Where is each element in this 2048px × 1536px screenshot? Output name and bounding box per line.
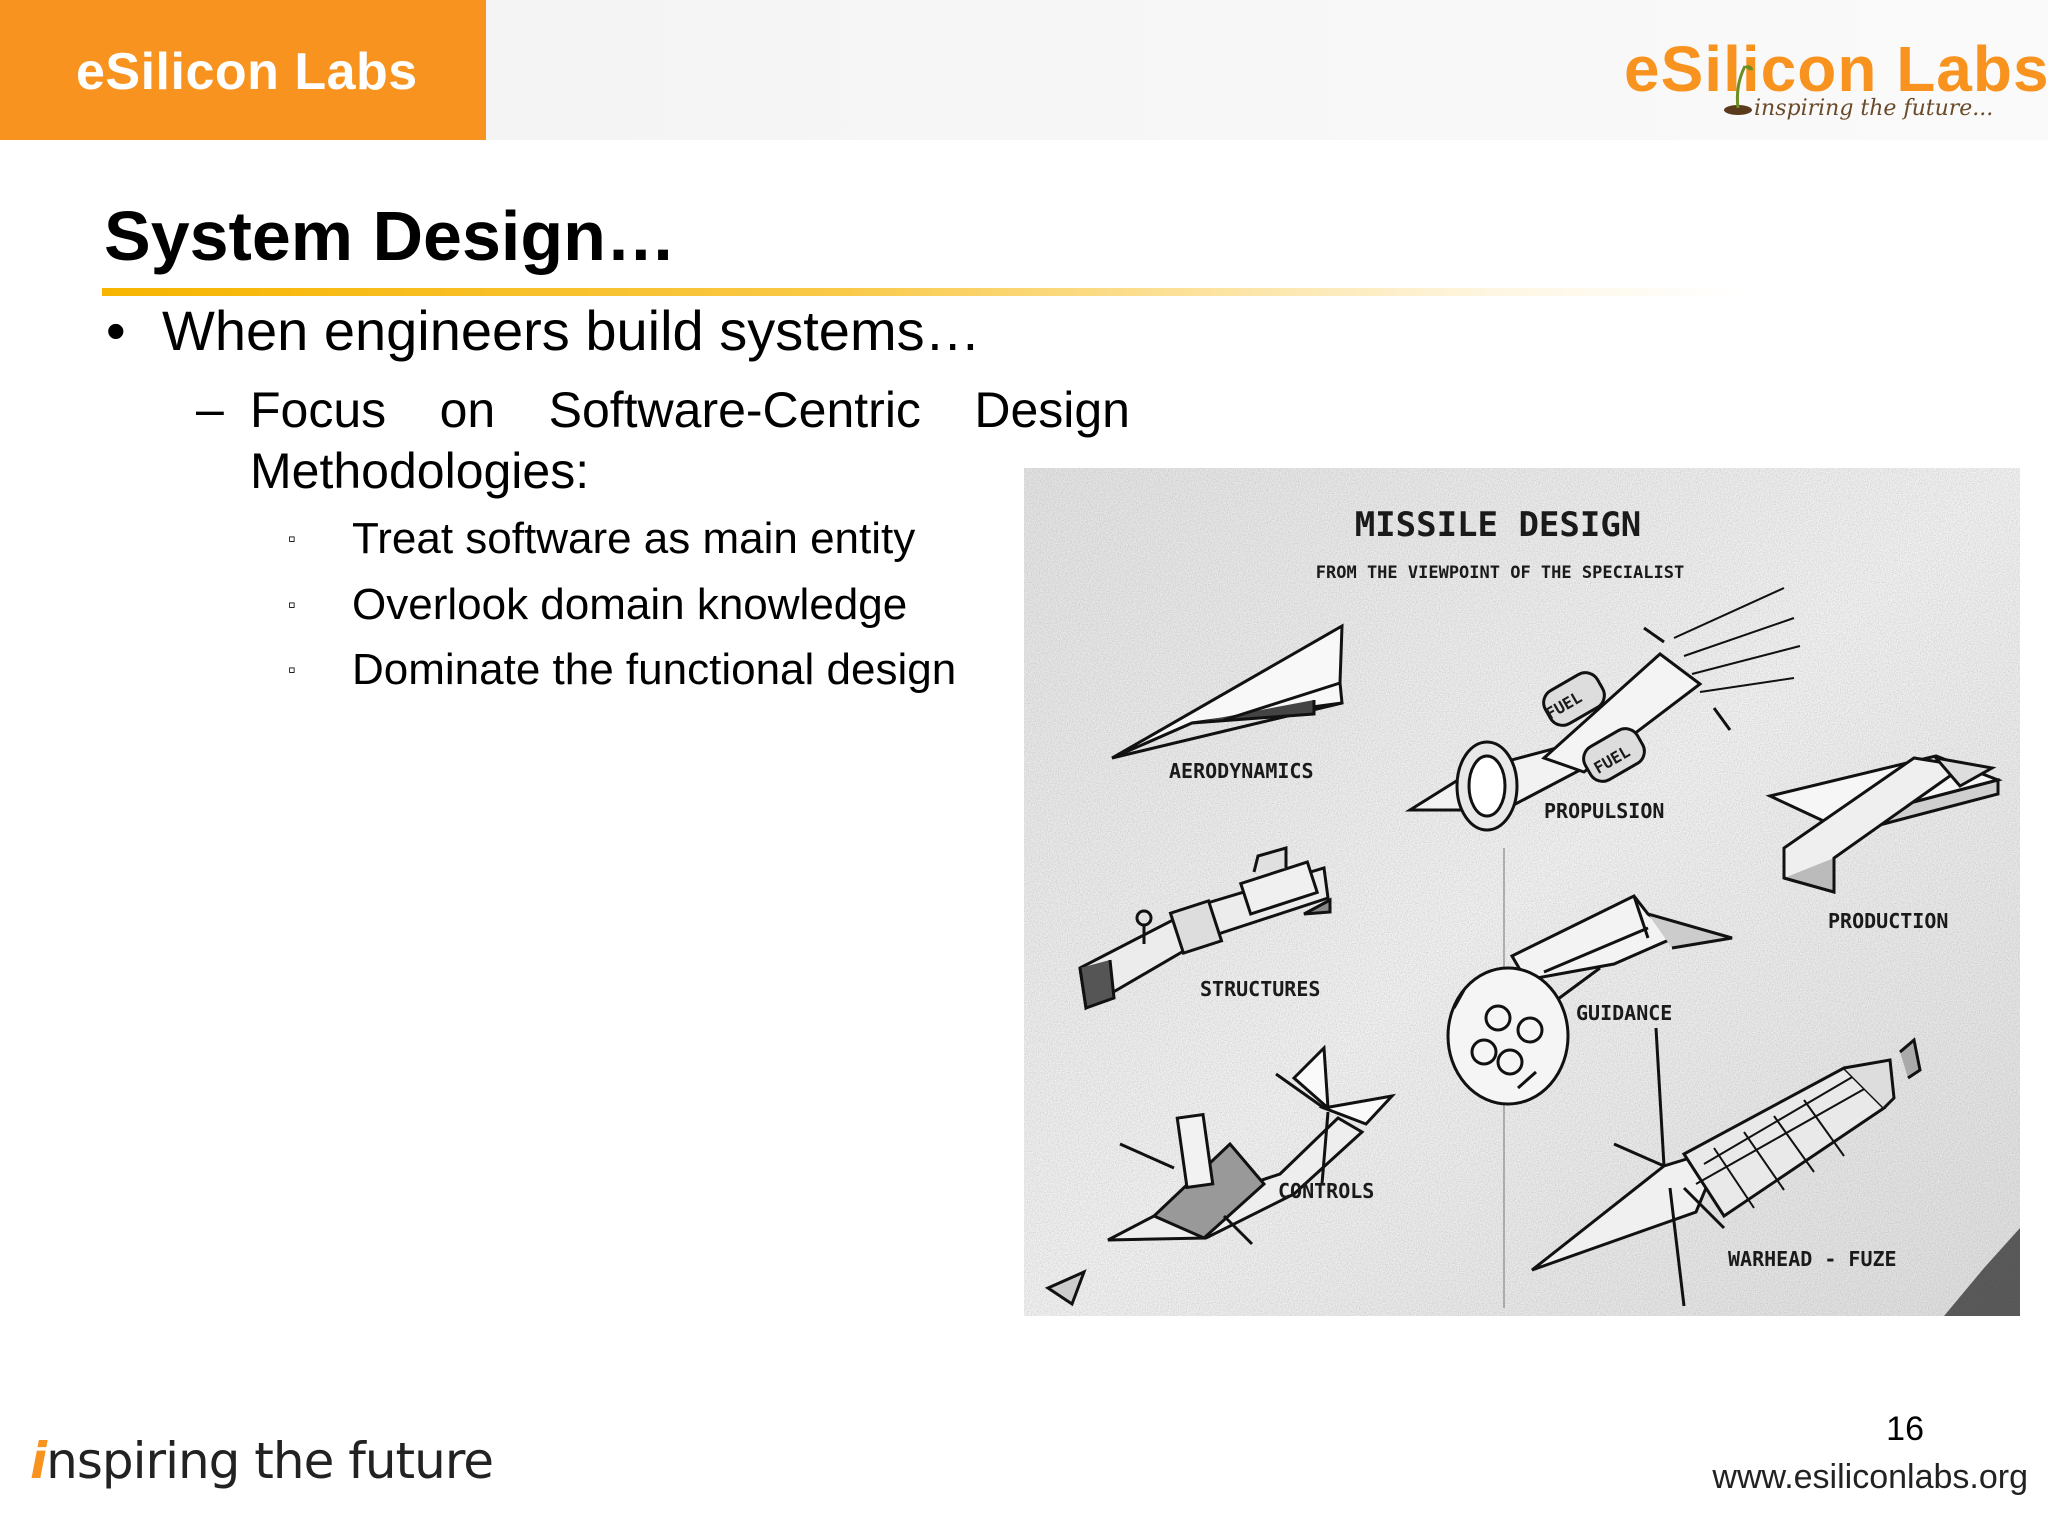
label-production: PRODUCTION	[1828, 909, 1948, 933]
brand-label: eSilicon Labs	[76, 43, 418, 101]
figure-title: MISSILE DESIGN	[1355, 505, 1642, 545]
dash-mark: –	[196, 381, 224, 437]
production-drawing	[1765, 754, 2003, 894]
bullet-level-2: – Focus on Software-Centric Design Metho…	[196, 380, 1130, 502]
label-controls: CONTROLS	[1278, 1179, 1374, 1203]
sprout-icon	[1724, 65, 1753, 115]
label-propulsion: PROPULSION	[1544, 799, 1664, 823]
bullet-text: Overlook domain knowledge	[352, 580, 908, 629]
propulsion-drawing	[1404, 587, 1801, 832]
label-structures: STRUCTURES	[1200, 977, 1320, 1001]
figure-subtitle: FROM THE VIEWPOINT OF THE SPECIALIST	[1316, 563, 1684, 583]
square-bullet-icon: ▫	[288, 526, 296, 551]
brand-box: eSilicon Labs	[0, 0, 486, 140]
sub-bullet-line-2: Methodologies:	[250, 443, 590, 499]
label-warhead-fuze: WARHEAD - FUZE	[1728, 1247, 1897, 1271]
slide-title: System Design…	[104, 197, 676, 275]
missile-design-figure: MISSILE DESIGN FROM THE VIEWPOINT OF THE…	[1024, 468, 2020, 1316]
aerodynamics-drawing	[1111, 623, 1344, 760]
controls-drawing	[1044, 1044, 1397, 1307]
bullet-text: Treat software as main entity	[352, 514, 916, 563]
slogan-text: nspiring the future	[46, 1432, 494, 1490]
footer-slogan: inspiring the future	[30, 1432, 494, 1490]
bullet-level-3: ▫ Dominate the functional design	[288, 645, 956, 695]
slogan-i-mark: i	[30, 1432, 47, 1490]
sub-bullet-line-1: Focus on Software-Centric Design	[250, 382, 1130, 438]
bullet-mark: •	[106, 299, 126, 362]
square-bullet-icon: ▫	[288, 657, 296, 682]
bullet-level-3: ▫ Treat software as main entity	[288, 514, 915, 564]
square-bullet-icon: ▫	[288, 592, 296, 617]
logo-text: eSilicon Labs	[1624, 33, 2048, 105]
label-guidance: GUIDANCE	[1576, 1001, 1672, 1025]
missile-design-illustration: MISSILE DESIGN FROM THE VIEWPOINT OF THE…	[1024, 468, 2020, 1316]
warhead-fuze-drawing	[1531, 1027, 1922, 1307]
page-number: 16	[1886, 1410, 1924, 1448]
label-aerodynamics: AERODYNAMICS	[1169, 759, 1314, 783]
logo-tagline: inspiring the future...	[1754, 96, 1994, 121]
bullet-level-1: • When engineers build systems…	[106, 298, 981, 363]
title-underline	[102, 288, 1742, 296]
bullet-text: Dominate the functional design	[352, 645, 957, 694]
bullet-level-3: ▫ Overlook domain knowledge	[288, 580, 907, 630]
bullet-text: When engineers build systems…	[162, 299, 981, 362]
footer-url: www.esiliconlabs.org	[1712, 1458, 2028, 1496]
structures-drawing	[1078, 846, 1332, 1011]
esilicon-logo: eSilicon Labs inspiring the future...	[1624, 32, 2048, 122]
guidance-drawing	[1446, 894, 1733, 1106]
